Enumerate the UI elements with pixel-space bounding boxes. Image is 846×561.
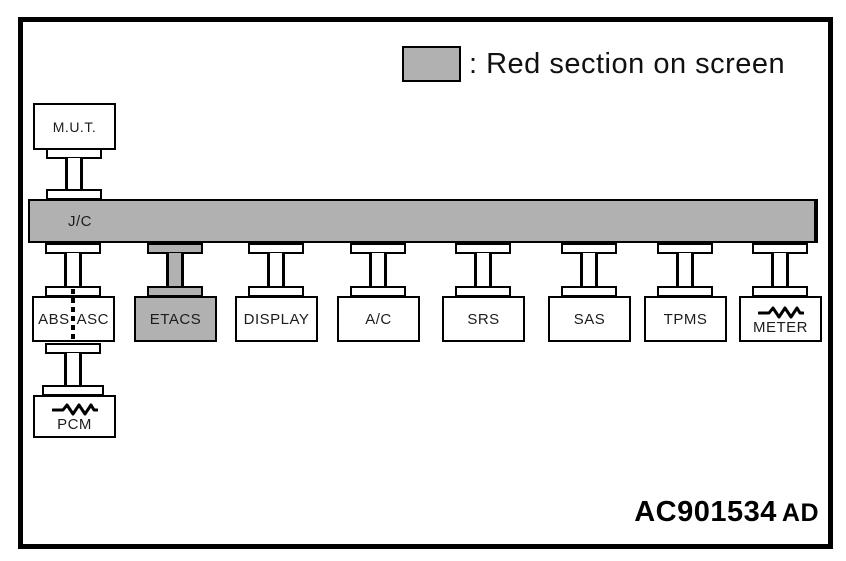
figure-code-main: AC901534 — [634, 496, 777, 528]
module-box-meter: METER — [739, 296, 822, 342]
module-label-etacs: ETACS — [149, 310, 202, 328]
abs-asc-divider — [71, 289, 75, 343]
resistor-icon — [51, 403, 98, 416]
module-label-meter: METER — [753, 318, 808, 336]
resistor-icon — [757, 306, 804, 318]
legend-label: : Red section on screen — [469, 48, 786, 80]
connector-stem — [369, 253, 387, 287]
connector-stem-etacs — [166, 253, 184, 287]
module-label-mut: M.U.T. — [52, 118, 97, 135]
module-box-display: DISPLAY — [235, 296, 318, 342]
module-label-sas: SAS — [573, 310, 606, 328]
module-label-display: DISPLAY — [243, 310, 310, 328]
connector-stem — [474, 253, 492, 287]
module-label-asc: ASC — [76, 310, 109, 328]
module-label-pcm: PCM — [57, 416, 92, 433]
module-box-mut: M.U.T. — [33, 103, 116, 150]
figure-code-suffix: AD — [781, 499, 819, 527]
module-label-ac: A/C — [365, 310, 392, 328]
module-box-sas: SAS — [548, 296, 631, 342]
module-label-tpms: TPMS — [663, 310, 708, 328]
diagram-border — [18, 17, 833, 549]
module-label-srs: SRS — [467, 310, 500, 328]
bus-label: J/C — [68, 212, 92, 230]
module-box-pcm: PCM — [33, 395, 116, 438]
module-box-tpms: TPMS — [644, 296, 727, 342]
bus-jc: J/C — [28, 199, 818, 243]
connector-stem — [267, 253, 285, 287]
connector-stem — [64, 353, 82, 386]
legend-swatch — [402, 46, 461, 82]
figure-code: AC901534 AD — [634, 496, 819, 529]
module-box-etacs: ETACS — [134, 296, 217, 342]
module-box-ac: A/C — [337, 296, 420, 342]
connector-stem — [65, 158, 83, 190]
module-box-srs: SRS — [442, 296, 525, 342]
connector-stem — [580, 253, 598, 287]
connector-stem — [64, 253, 82, 287]
connector-stem — [676, 253, 694, 287]
module-label-abs: ABS — [38, 310, 70, 328]
connector-stem — [771, 253, 789, 287]
